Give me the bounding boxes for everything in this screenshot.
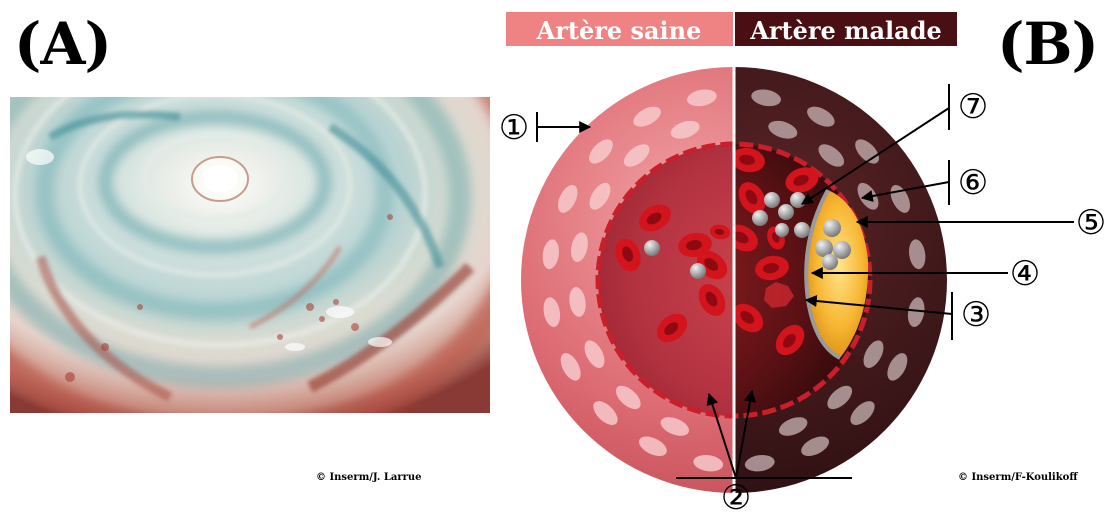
healthy-title: Artère saine [536,16,702,45]
marker-2: ② [721,478,751,515]
healthy-banner: Artère saine [506,12,733,46]
marker-3: ③ [961,295,991,335]
marker-1: ① [499,108,529,148]
artery-diagram: Artère saine Artère malade [490,0,1106,515]
marker-6: ⑥ [958,163,988,203]
marker-7: ⑦ [958,87,988,127]
histology-micrograph [10,97,490,413]
marker-4: ④ [1010,254,1040,294]
diseased-title: Artère malade [749,16,942,45]
diseased-banner: Artère malade [735,12,957,46]
marker-5: ⑤ [1076,203,1106,243]
panel-label-a: (A) [14,10,111,78]
credit-histology: © Inserm/J. Larrue [316,472,422,483]
credit-diagram: © Inserm/F-Koulikoff [958,472,1078,483]
